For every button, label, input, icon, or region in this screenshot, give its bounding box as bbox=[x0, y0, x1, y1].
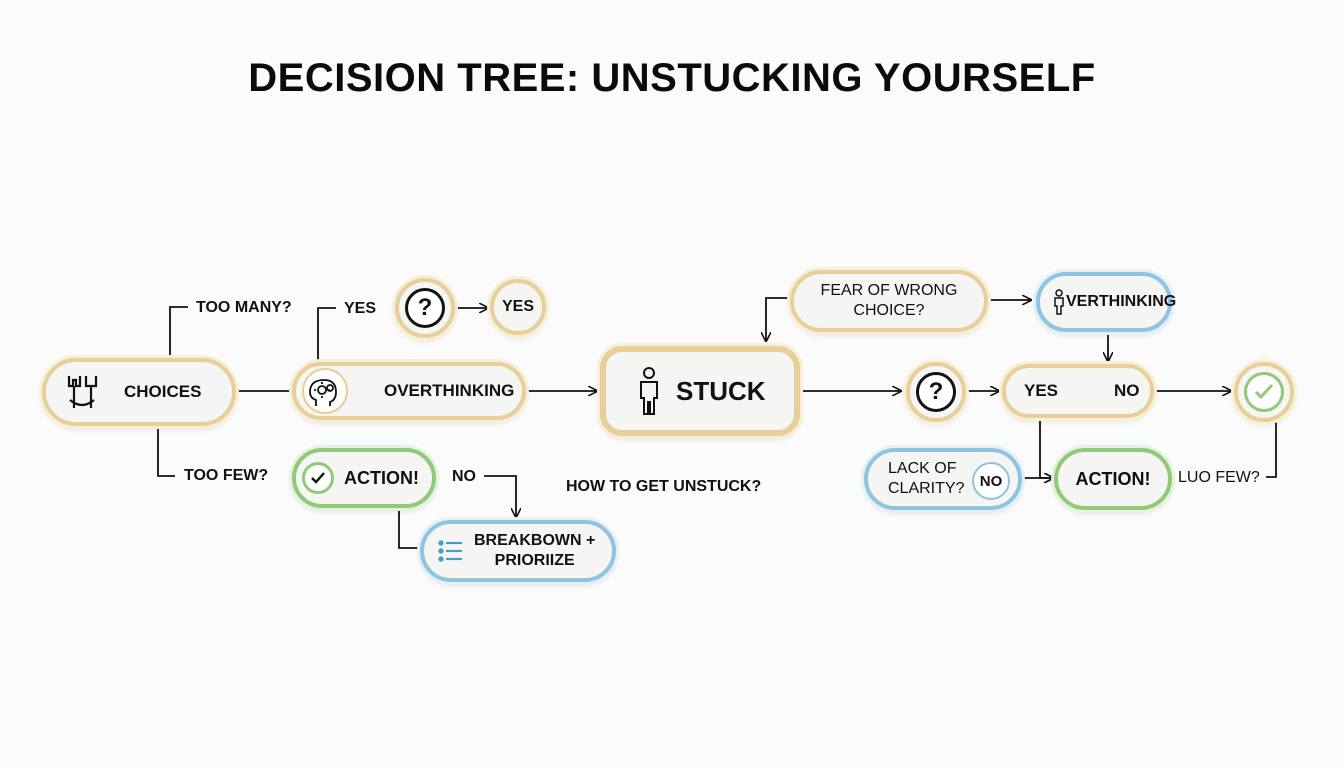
action-to-breakdown-line bbox=[398, 508, 420, 549]
overthinking-yes-line bbox=[317, 307, 336, 362]
person-icon bbox=[634, 366, 664, 416]
too-few-right-label: LUO FEW? bbox=[1178, 469, 1260, 486]
lack-clarity-node[interactable]: LACK OF CLARITY? NO bbox=[864, 448, 1022, 510]
yes-no-yes-label: YES bbox=[1024, 381, 1059, 400]
lack-no-badge: NO bbox=[972, 462, 1010, 500]
head-gears-icon bbox=[302, 368, 348, 414]
too-few-right-line bbox=[1264, 421, 1277, 478]
question-node-top[interactable]: ? bbox=[395, 278, 455, 338]
overthinking-node[interactable]: OVERTHINKING bbox=[292, 362, 526, 420]
stuck-node[interactable]: STUCK bbox=[600, 346, 800, 436]
check-icon bbox=[302, 462, 334, 494]
question-node-right[interactable]: ? bbox=[906, 362, 966, 422]
person-icon-small bbox=[1052, 289, 1066, 315]
action-node-right[interactable]: ACTION! bbox=[1054, 448, 1172, 510]
diagram-title: DECISION TREE: UNSTUCKING YOURSELF bbox=[248, 56, 1096, 100]
action-node-left[interactable]: ACTION! bbox=[292, 448, 436, 508]
question-icon-right: ? bbox=[916, 372, 956, 412]
too-many-label: TOO MANY? bbox=[196, 299, 292, 316]
list-icon bbox=[438, 538, 464, 564]
too-few-label: TOO FEW? bbox=[184, 467, 269, 484]
check-icon-right bbox=[1244, 372, 1284, 412]
breakdown-label: BREAKBOWN + PRIORIIZE bbox=[474, 532, 596, 569]
action-left-label: ACTION! bbox=[344, 467, 419, 488]
check-node-right[interactable] bbox=[1234, 362, 1294, 422]
no-mid-label: NO bbox=[452, 468, 476, 485]
yes-no-no-label: NO bbox=[1114, 381, 1140, 400]
choices-node[interactable]: CHOICES bbox=[42, 358, 236, 426]
action-no-arrow bbox=[484, 475, 516, 516]
yes-node-top[interactable]: YES bbox=[490, 279, 546, 335]
fear-to-stuck-arrow bbox=[766, 297, 790, 340]
how-to-label: HOW TO GET UNSTUCK? bbox=[566, 478, 762, 495]
overthinking-node-right[interactable]: VERTHINKING bbox=[1036, 272, 1176, 332]
tools-icon bbox=[60, 370, 104, 414]
action-right-label: ACTION! bbox=[1075, 468, 1151, 489]
fear-label: FEAR OF WRONG CHOICE? bbox=[820, 282, 958, 319]
yes-top-label: YES bbox=[501, 298, 534, 315]
choices-label: CHOICES bbox=[124, 382, 202, 401]
too-many-line bbox=[169, 306, 188, 358]
question-icon: ? bbox=[405, 288, 445, 328]
overthinking-right-label: VERTHINKING bbox=[1066, 293, 1177, 310]
yes-mid-label: YES bbox=[344, 300, 377, 317]
too-few-line bbox=[157, 428, 175, 477]
overthinking-label: OVERTHINKING bbox=[384, 381, 515, 400]
lack-clarity-label: LACK OF CLARITY? bbox=[888, 460, 965, 497]
yes-no-node[interactable]: YES NO bbox=[1002, 364, 1154, 418]
breakdown-node[interactable]: BREAKBOWN + PRIORIIZE bbox=[420, 520, 616, 582]
yes-to-action-arrow bbox=[1039, 412, 1052, 478]
lack-no-label: NO bbox=[979, 472, 1003, 490]
stuck-label: STUCK bbox=[676, 375, 766, 406]
fear-node[interactable]: FEAR OF WRONG CHOICE? bbox=[790, 270, 988, 332]
